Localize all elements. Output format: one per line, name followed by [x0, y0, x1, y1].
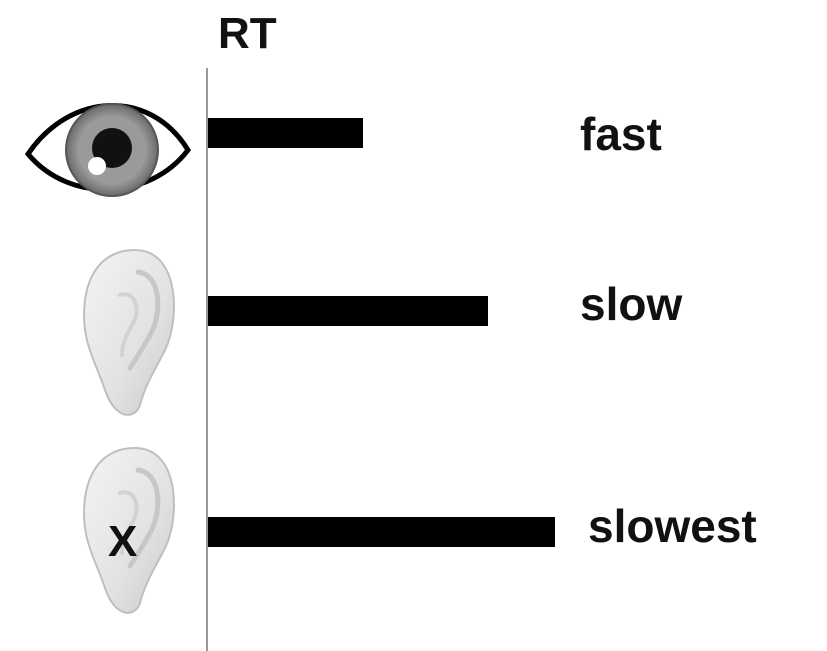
ear-icon — [83, 446, 175, 614]
bar-slowest — [208, 517, 555, 547]
ear-icon — [83, 248, 175, 416]
row-label-fast: fast — [580, 108, 662, 160]
eye-icon — [24, 103, 192, 197]
row-label-slow: slow — [580, 278, 682, 330]
ear-blocked-marker: X — [108, 517, 137, 566]
row-label-slowest: slowest — [588, 500, 757, 552]
bar-slow — [208, 296, 488, 326]
axis-label: RT — [218, 9, 277, 58]
bar-fast — [208, 118, 363, 148]
